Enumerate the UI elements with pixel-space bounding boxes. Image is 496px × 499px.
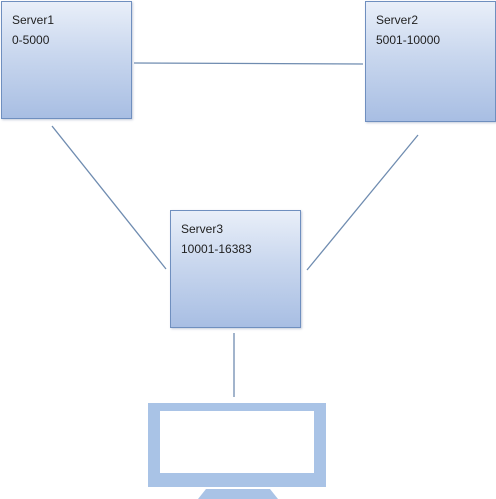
monitor-screen — [160, 411, 314, 473]
server1-range: 0-5000 — [12, 33, 50, 47]
monitor-icon — [148, 403, 326, 499]
server2-name: Server2 — [376, 13, 419, 27]
monitor-stand — [198, 489, 278, 499]
connector-server1-server3 — [51, 125, 167, 270]
server3-node: Server3 10001-16383 — [170, 210, 301, 328]
server2-node: Server2 5001-10000 — [365, 1, 496, 122]
connector-server2-server3 — [306, 134, 419, 271]
server2-range: 5001-10000 — [376, 33, 441, 47]
server3-range: 10001-16383 — [181, 242, 252, 256]
connector-server1-server2 — [133, 62, 364, 65]
server3-name: Server3 — [181, 222, 224, 236]
server1-name: Server1 — [12, 13, 55, 27]
server1-node: Server1 0-5000 — [1, 1, 132, 119]
